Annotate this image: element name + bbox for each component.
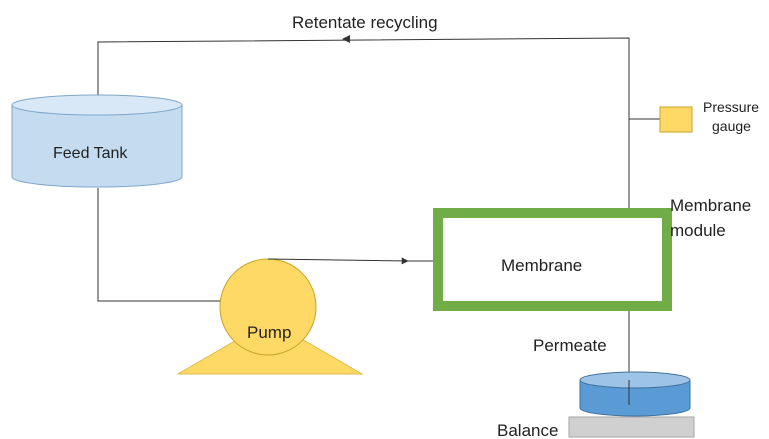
permeate-container — [579, 371, 691, 417]
retentate-direction-arrow — [342, 35, 350, 43]
pressure-gauge-label-line1: Pressure — [703, 99, 759, 115]
feed-tank — [11, 94, 183, 188]
feed-line — [97, 188, 269, 305]
membrane-module-label-line1: Membrane — [670, 196, 751, 215]
retentate-recycle-line — [94, 37, 630, 208]
balance — [568, 416, 695, 438]
feed-tank-label: Feed Tank — [53, 145, 128, 162]
balance-label: Balance — [497, 421, 558, 439]
membrane-module-frame — [433, 208, 672, 311]
retentate-recycling-label: Retentate recycling — [292, 13, 438, 32]
membrane-label: Membrane — [501, 256, 582, 275]
pressure-gauge-label-line2: gauge — [712, 118, 751, 134]
pump-to-membrane-line — [267, 257, 409, 265]
permeate-label: Permeate — [533, 336, 607, 355]
pressure-gauge — [659, 106, 693, 133]
membrane-module-label-line2: module — [670, 221, 726, 240]
pump-label: Pump — [247, 323, 291, 342]
